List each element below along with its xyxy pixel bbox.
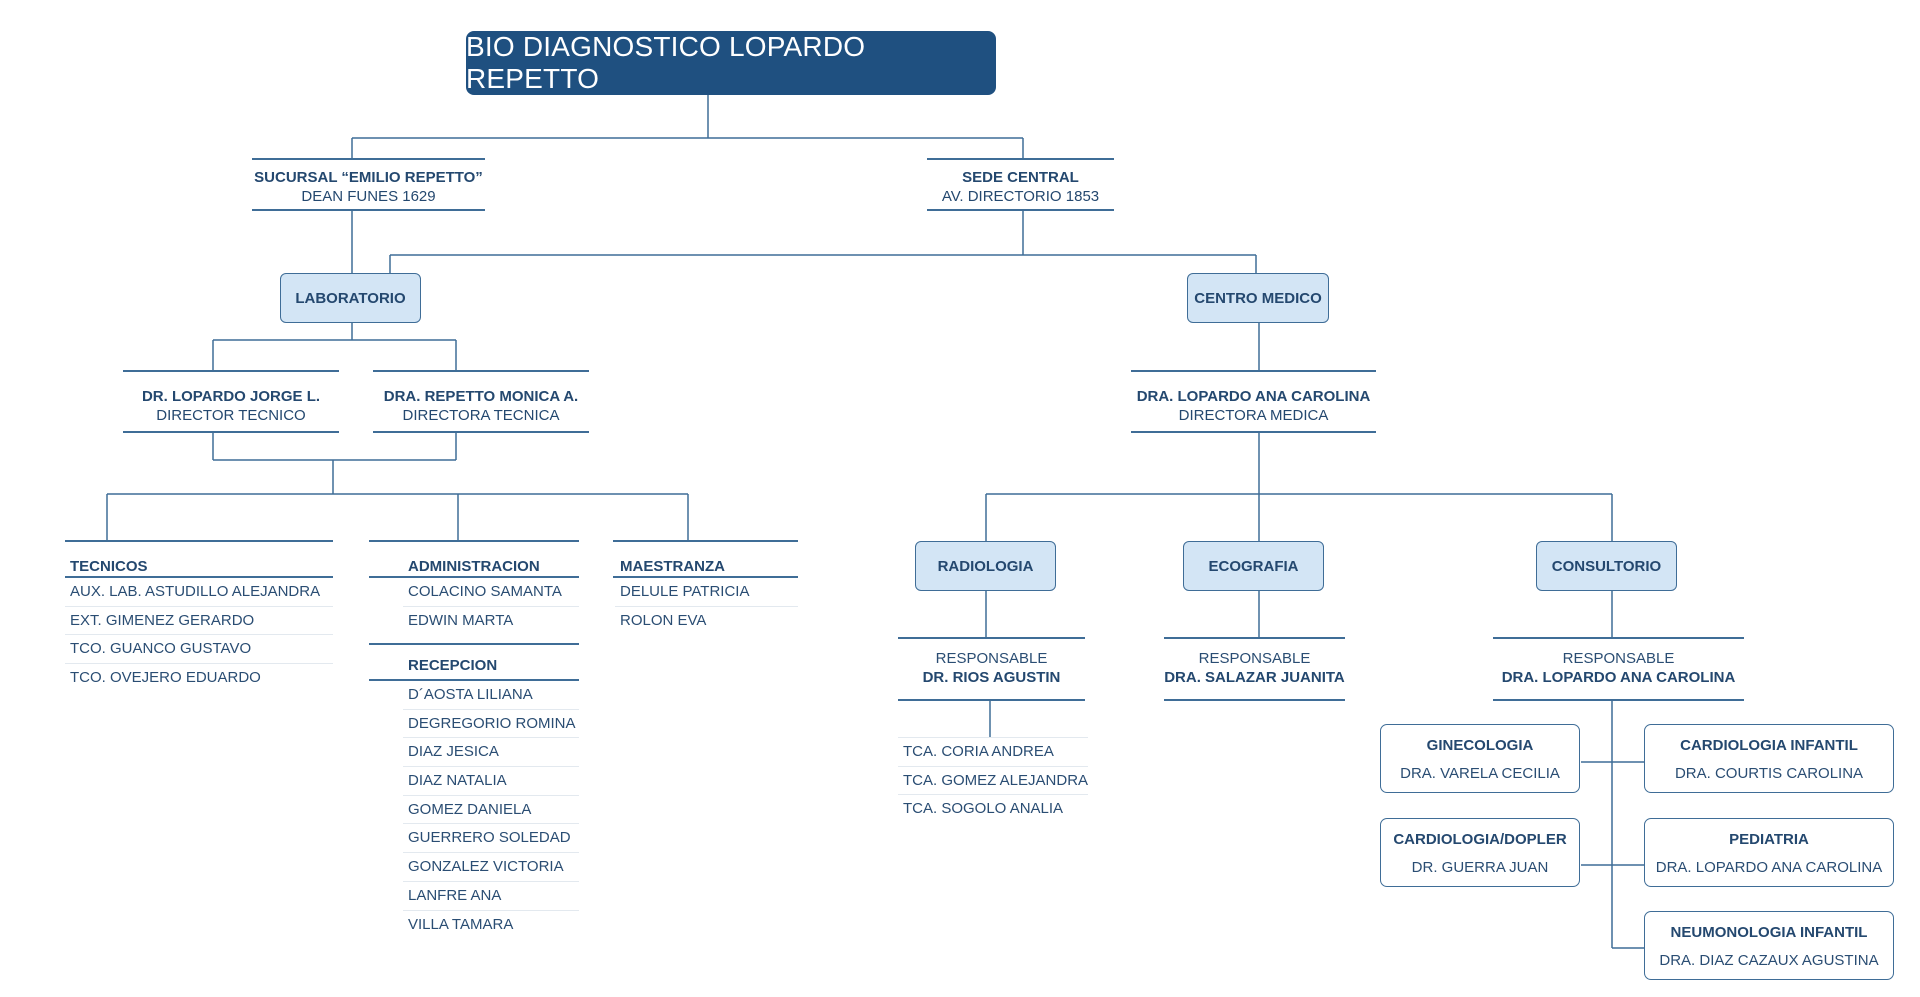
responsable-label: RESPONSABLE [935, 650, 1048, 667]
responsable-name: DR. RIOS AGUSTIN [922, 669, 1061, 686]
tecnicos-heading: TECNICOS [65, 540, 333, 578]
directora-medica-node: DRA. LOPARDO ANA CAROLINA DIRECTORA MEDI… [1131, 370, 1376, 433]
consultorio-responsable: RESPONSABLE DRA. LOPARDO ANA CAROLINA [1493, 637, 1744, 701]
ecografia-node[interactable]: ECOGRAFIA [1183, 541, 1324, 591]
recepcion-list: D´AOSTA LILIANA DEGREGORIO ROMINA DIAZ J… [369, 681, 579, 938]
specialty-neumonologia-infantil[interactable]: NEUMONOLOGIA INFANTIL DRA. DIAZ CAZAUX A… [1644, 911, 1894, 980]
specialty-doctor: DRA. VARELA CECILIA [1400, 765, 1560, 782]
list-item: DIAZ NATALIA [403, 767, 579, 796]
list-item: GONZALEZ VICTORIA [403, 853, 579, 882]
list-item: VILLA TAMARA [408, 915, 514, 933]
specialty-doctor: DRA. DIAZ CAZAUX AGUSTINA [1659, 952, 1879, 969]
laboratorio-node[interactable]: LABORATORIO [280, 273, 421, 323]
specialty-doctor: DR. GUERRA JUAN [1411, 859, 1549, 876]
list-item: EDWIN MARTA [408, 611, 514, 629]
specialty-name: NEUMONOLOGIA INFANTIL [1670, 924, 1868, 941]
sede-central-node: SEDE CENTRAL AV. DIRECTORIO 1853 [927, 158, 1114, 211]
sucursal-name: SUCURSAL “EMILIO REPETTO” [254, 169, 483, 186]
centro-medico-node[interactable]: CENTRO MEDICO [1187, 273, 1329, 323]
list-item: AUX. LAB. ASTUDILLO ALEJANDRA [65, 578, 333, 607]
list-item: TCA. SOGOLO ANALIA [903, 800, 1064, 818]
responsable-label: RESPONSABLE [1562, 650, 1675, 667]
list-item: DIAZ JESICA [403, 738, 579, 768]
specialty-name: GINECOLOGIA [1426, 737, 1534, 754]
list-item: TCO. GUANCO GUSTAVO [65, 635, 333, 665]
directora-medica-name: DRA. LOPARDO ANA CAROLINA [1136, 388, 1371, 405]
list-item: TCA. CORIA ANDREA [898, 738, 1088, 767]
maestranza-group: MAESTRANZA DELULE PATRICIA ROLON EVA [613, 540, 798, 634]
specialty-doctor: DRA. LOPARDO ANA CAROLINA [1655, 859, 1883, 876]
list-item: D´AOSTA LILIANA [403, 681, 579, 710]
list-item: GUERRERO SOLEDAD [403, 824, 579, 854]
director-lab-1-role: DIRECTOR TECNICO [156, 407, 306, 424]
list-item: COLACINO SAMANTA [403, 578, 579, 607]
radiologia-list: TCA. CORIA ANDREA TCA. GOMEZ ALEJANDRA T… [898, 738, 1088, 823]
director-lab-1-node: DR. LOPARDO JORGE L. DIRECTOR TECNICO [123, 370, 339, 433]
specialty-name: CARDIOLOGIA INFANTIL [1680, 737, 1858, 754]
specialty-ginecologia[interactable]: GINECOLOGIA DRA. VARELA CECILIA [1380, 724, 1580, 793]
list-item: LANFRE ANA [403, 882, 579, 911]
responsable-name: DRA. SALAZAR JUANITA [1164, 669, 1345, 686]
tecnicos-group: TECNICOS AUX. LAB. ASTUDILLO ALEJANDRA E… [65, 540, 333, 692]
director-lab-1-name: DR. LOPARDO JORGE L. [141, 388, 321, 405]
sucursal-node: SUCURSAL “EMILIO REPETTO” DEAN FUNES 162… [252, 158, 485, 211]
director-lab-2-role: DIRECTORA TECNICA [402, 407, 560, 424]
maestranza-list: DELULE PATRICIA ROLON EVA [613, 578, 798, 634]
administracion-heading: ADMINISTRACION [369, 540, 579, 578]
responsable-label: RESPONSABLE [1198, 650, 1311, 667]
administracion-list: COLACINO SAMANTA EDWIN MARTA [369, 578, 579, 634]
radiologia-node[interactable]: RADIOLOGIA [915, 541, 1056, 591]
specialty-name: PEDIATRIA [1729, 831, 1809, 848]
radiologia-responsable: RESPONSABLE DR. RIOS AGUSTIN [898, 637, 1085, 701]
maestranza-heading: MAESTRANZA [613, 540, 798, 578]
specialty-doctor: DRA. COURTIS CAROLINA [1674, 765, 1864, 782]
organization-title: BIO DIAGNOSTICO LOPARDO REPETTO [466, 31, 996, 95]
list-item: DEGREGORIO ROMINA [403, 710, 579, 739]
list-item: ROLON EVA [620, 611, 707, 629]
specialty-pediatria[interactable]: PEDIATRIA DRA. LOPARDO ANA CAROLINA [1644, 818, 1894, 887]
specialty-cardiologia-dopler[interactable]: CARDIOLOGIA/DOPLER DR. GUERRA JUAN [1380, 818, 1580, 887]
sucursal-address: DEAN FUNES 1629 [301, 188, 436, 205]
ecografia-responsable: RESPONSABLE DRA. SALAZAR JUANITA [1164, 637, 1345, 701]
specialty-name: CARDIOLOGIA/DOPLER [1393, 831, 1567, 848]
director-lab-2-node: DRA. REPETTO MONICA A. DIRECTORA TECNICA [373, 370, 589, 433]
responsable-name: DRA. LOPARDO ANA CAROLINA [1501, 669, 1736, 686]
list-item: DELULE PATRICIA [615, 578, 798, 607]
sede-address: AV. DIRECTORIO 1853 [941, 188, 1100, 205]
specialty-cardiologia-infantil[interactable]: CARDIOLOGIA INFANTIL DRA. COURTIS CAROLI… [1644, 724, 1894, 793]
director-lab-2-name: DRA. REPETTO MONICA A. [383, 388, 579, 405]
list-item: EXT. GIMENEZ GERARDO [65, 607, 333, 636]
list-item: TCO. OVEJERO EDUARDO [70, 669, 261, 687]
list-item: GOMEZ DANIELA [403, 796, 579, 825]
tecnicos-list: AUX. LAB. ASTUDILLO ALEJANDRA EXT. GIMEN… [65, 578, 333, 692]
recepcion-group: RECEPCION D´AOSTA LILIANA DEGREGORIO ROM… [369, 643, 579, 938]
sede-name: SEDE CENTRAL [962, 169, 1079, 186]
list-item: TCA. GOMEZ ALEJANDRA [898, 767, 1088, 796]
consultorio-node[interactable]: CONSULTORIO [1536, 541, 1677, 591]
recepcion-heading: RECEPCION [369, 643, 579, 681]
administracion-group: ADMINISTRACION COLACINO SAMANTA EDWIN MA… [369, 540, 579, 634]
directora-medica-role: DIRECTORA MEDICA [1178, 407, 1329, 424]
radiologia-staff: TCA. CORIA ANDREA TCA. GOMEZ ALEJANDRA T… [898, 737, 1088, 823]
